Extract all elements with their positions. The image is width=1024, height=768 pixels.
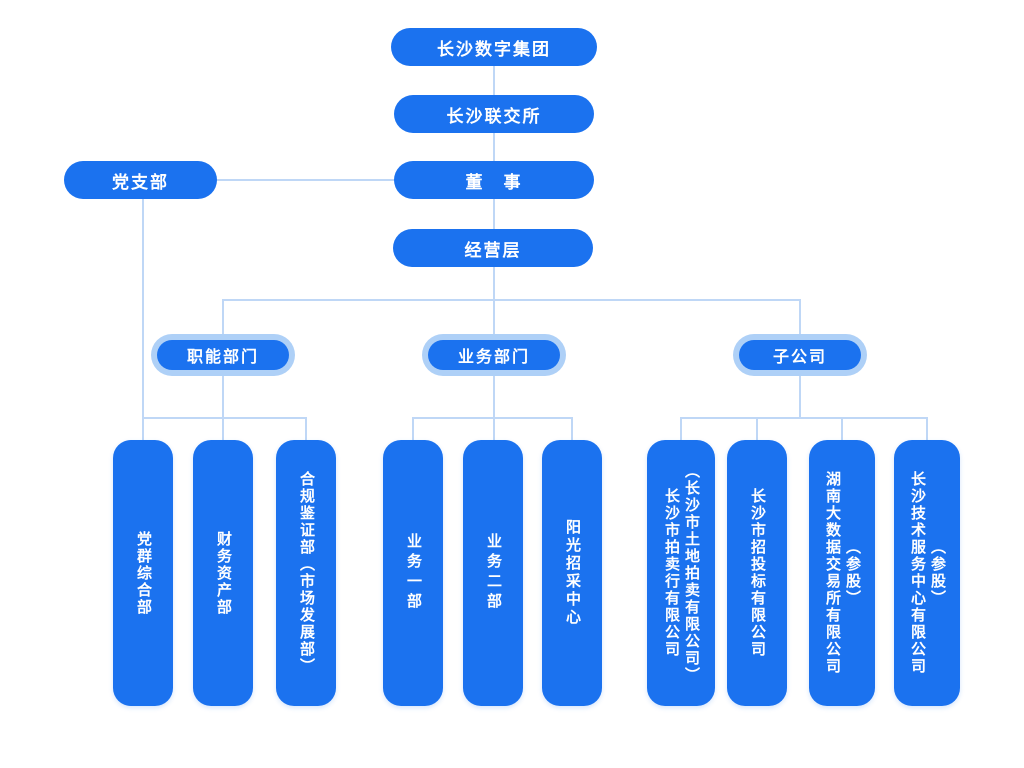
connector-functional-child3 bbox=[305, 417, 307, 440]
group-pill-subsidiary-label: 子公司 bbox=[739, 340, 861, 370]
connector-business-down bbox=[493, 376, 495, 440]
node-party-branch: 党支部 bbox=[64, 161, 217, 199]
node-board: 董 事 bbox=[394, 161, 594, 199]
connector-business-distribution bbox=[412, 417, 573, 419]
dept-box-compliance: 合规鉴证部（市场发展部） bbox=[276, 440, 336, 706]
connector-subsidiary-child4 bbox=[926, 417, 928, 440]
connector-subsidiary-child1 bbox=[680, 417, 682, 440]
subsidiary-label: 长沙市招投标有限公司 bbox=[749, 488, 766, 658]
dept-label: 阳光招采中心 bbox=[564, 519, 581, 627]
connector-subsidiary-distribution bbox=[680, 417, 928, 419]
subsidiary-box-tech-service: 长沙技术服务中心有限公司 （参股） bbox=[894, 440, 960, 706]
group-pill-functional: 职能部门 bbox=[151, 334, 295, 376]
connector-stub-functional bbox=[222, 299, 224, 335]
subsidiary-label: 长沙技术服务中心有限公司 （参股） bbox=[909, 471, 946, 675]
dept-box-party-affairs: 党群综合部 bbox=[113, 440, 173, 706]
connector-functional-distribution bbox=[142, 417, 307, 419]
subsidiary-box-bigdata-exchange: 湖南大数据交易所有限公司 （参股） bbox=[809, 440, 875, 706]
dept-box-business-1: 业务一部 bbox=[383, 440, 443, 706]
node-exchange: 长沙联交所 bbox=[394, 95, 594, 133]
dept-label: 业务二部 bbox=[485, 533, 502, 613]
dept-label: 财务资产部 bbox=[215, 530, 232, 616]
subsidiary-label: 湖南大数据交易所有限公司 （参股） bbox=[824, 471, 861, 675]
connector-subsidiary-child3 bbox=[841, 417, 843, 440]
subsidiary-label: 长沙市拍卖行有限公司 （长沙市土地拍卖有限公司） bbox=[663, 462, 700, 684]
connector-subsidiary-child2 bbox=[756, 417, 758, 440]
connector-party-down bbox=[142, 199, 144, 440]
connector-management-down bbox=[493, 267, 495, 335]
dept-box-business-2: 业务二部 bbox=[463, 440, 523, 706]
dept-box-finance-assets: 财务资产部 bbox=[193, 440, 253, 706]
subsidiary-box-auction: 长沙市拍卖行有限公司 （长沙市土地拍卖有限公司） bbox=[647, 440, 715, 706]
node-management: 经营层 bbox=[393, 229, 593, 267]
dept-label: 合规鉴证部（市场发展部） bbox=[298, 471, 315, 675]
group-pill-functional-label: 职能部门 bbox=[157, 340, 289, 370]
dept-label: 业务一部 bbox=[405, 533, 422, 613]
connector-stub-subsidiary bbox=[799, 299, 801, 335]
connector-board-management bbox=[493, 199, 495, 229]
group-pill-subsidiary: 子公司 bbox=[733, 334, 867, 376]
dept-box-sunshine-procurement: 阳光招采中心 bbox=[542, 440, 602, 706]
connector-business-child3 bbox=[571, 417, 573, 440]
subsidiary-box-bidding: 长沙市招投标有限公司 bbox=[727, 440, 787, 706]
connector-business-child1 bbox=[412, 417, 414, 440]
node-root: 长沙数字集团 bbox=[391, 28, 597, 66]
connector-party-board bbox=[217, 179, 394, 181]
connector-root-exchange bbox=[493, 66, 495, 95]
connector-exchange-board bbox=[493, 133, 495, 161]
group-pill-business-label: 业务部门 bbox=[428, 340, 560, 370]
dept-label: 党群综合部 bbox=[135, 530, 152, 616]
connector-subsidiary-down bbox=[799, 376, 801, 419]
group-pill-business: 业务部门 bbox=[422, 334, 566, 376]
connector-functional-down bbox=[222, 376, 224, 440]
connector-main-horizontal bbox=[222, 299, 801, 301]
